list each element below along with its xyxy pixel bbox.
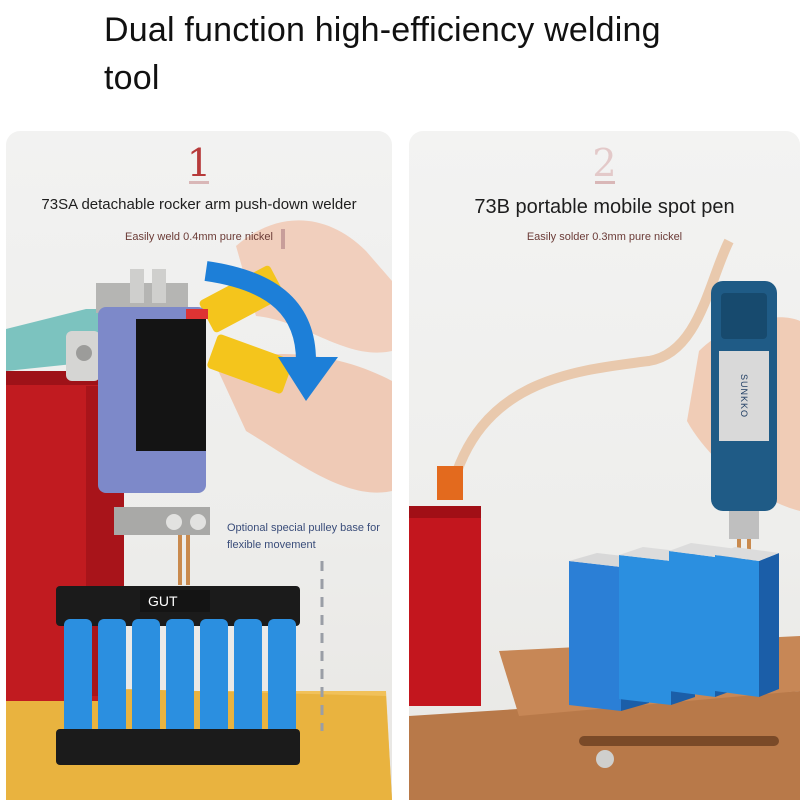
device-label: GUT: [140, 590, 210, 612]
rotate-arrow: [204, 261, 316, 362]
panel-heading: 73SA detachable rocker arm push-down wel…: [41, 196, 357, 213]
red-box: [409, 506, 481, 706]
panel-73b-spot-pen: 2 73B portable mobile spot pen Easily so…: [409, 131, 800, 800]
yellow-holder-bottom: [207, 334, 293, 394]
battery-cells: [64, 619, 296, 737]
pulley-base-note: Optional special pulley base for flexibl…: [227, 522, 380, 551]
panel-73sa-welder: 1 73SA detachable rocker arm push-down w…: [6, 131, 392, 800]
number-underline: [189, 181, 209, 184]
panel-subheading: Easily weld 0.4mm pure nickel: [125, 231, 273, 243]
pen-brand-logo: SUNKKO: [739, 373, 750, 419]
battery-holder-bottom: [56, 729, 300, 765]
welder-display: [136, 319, 206, 451]
cable-connector: [437, 466, 463, 500]
prismatic-batteries: [569, 543, 779, 711]
spiral-cable: [446, 238, 734, 493]
spot-pen-label: [719, 351, 769, 441]
subheading-bar: [281, 229, 285, 249]
panel-number: 1: [186, 141, 212, 185]
number-underline: [595, 181, 615, 184]
lower-hand: [216, 354, 392, 493]
panel-subheading: Easily solder 0.3mm pure nickel: [526, 231, 683, 243]
page-title: Dual function high-efficiency welding to…: [104, 11, 661, 97]
panel-heading: 73B portable mobile spot pen: [474, 196, 735, 218]
spot-pen-illustration: [409, 238, 800, 800]
panel-number: 2: [592, 141, 617, 185]
upper-hand: [236, 220, 392, 353]
pen-tip-holder: [729, 511, 759, 539]
welder-illustration: [6, 220, 392, 800]
